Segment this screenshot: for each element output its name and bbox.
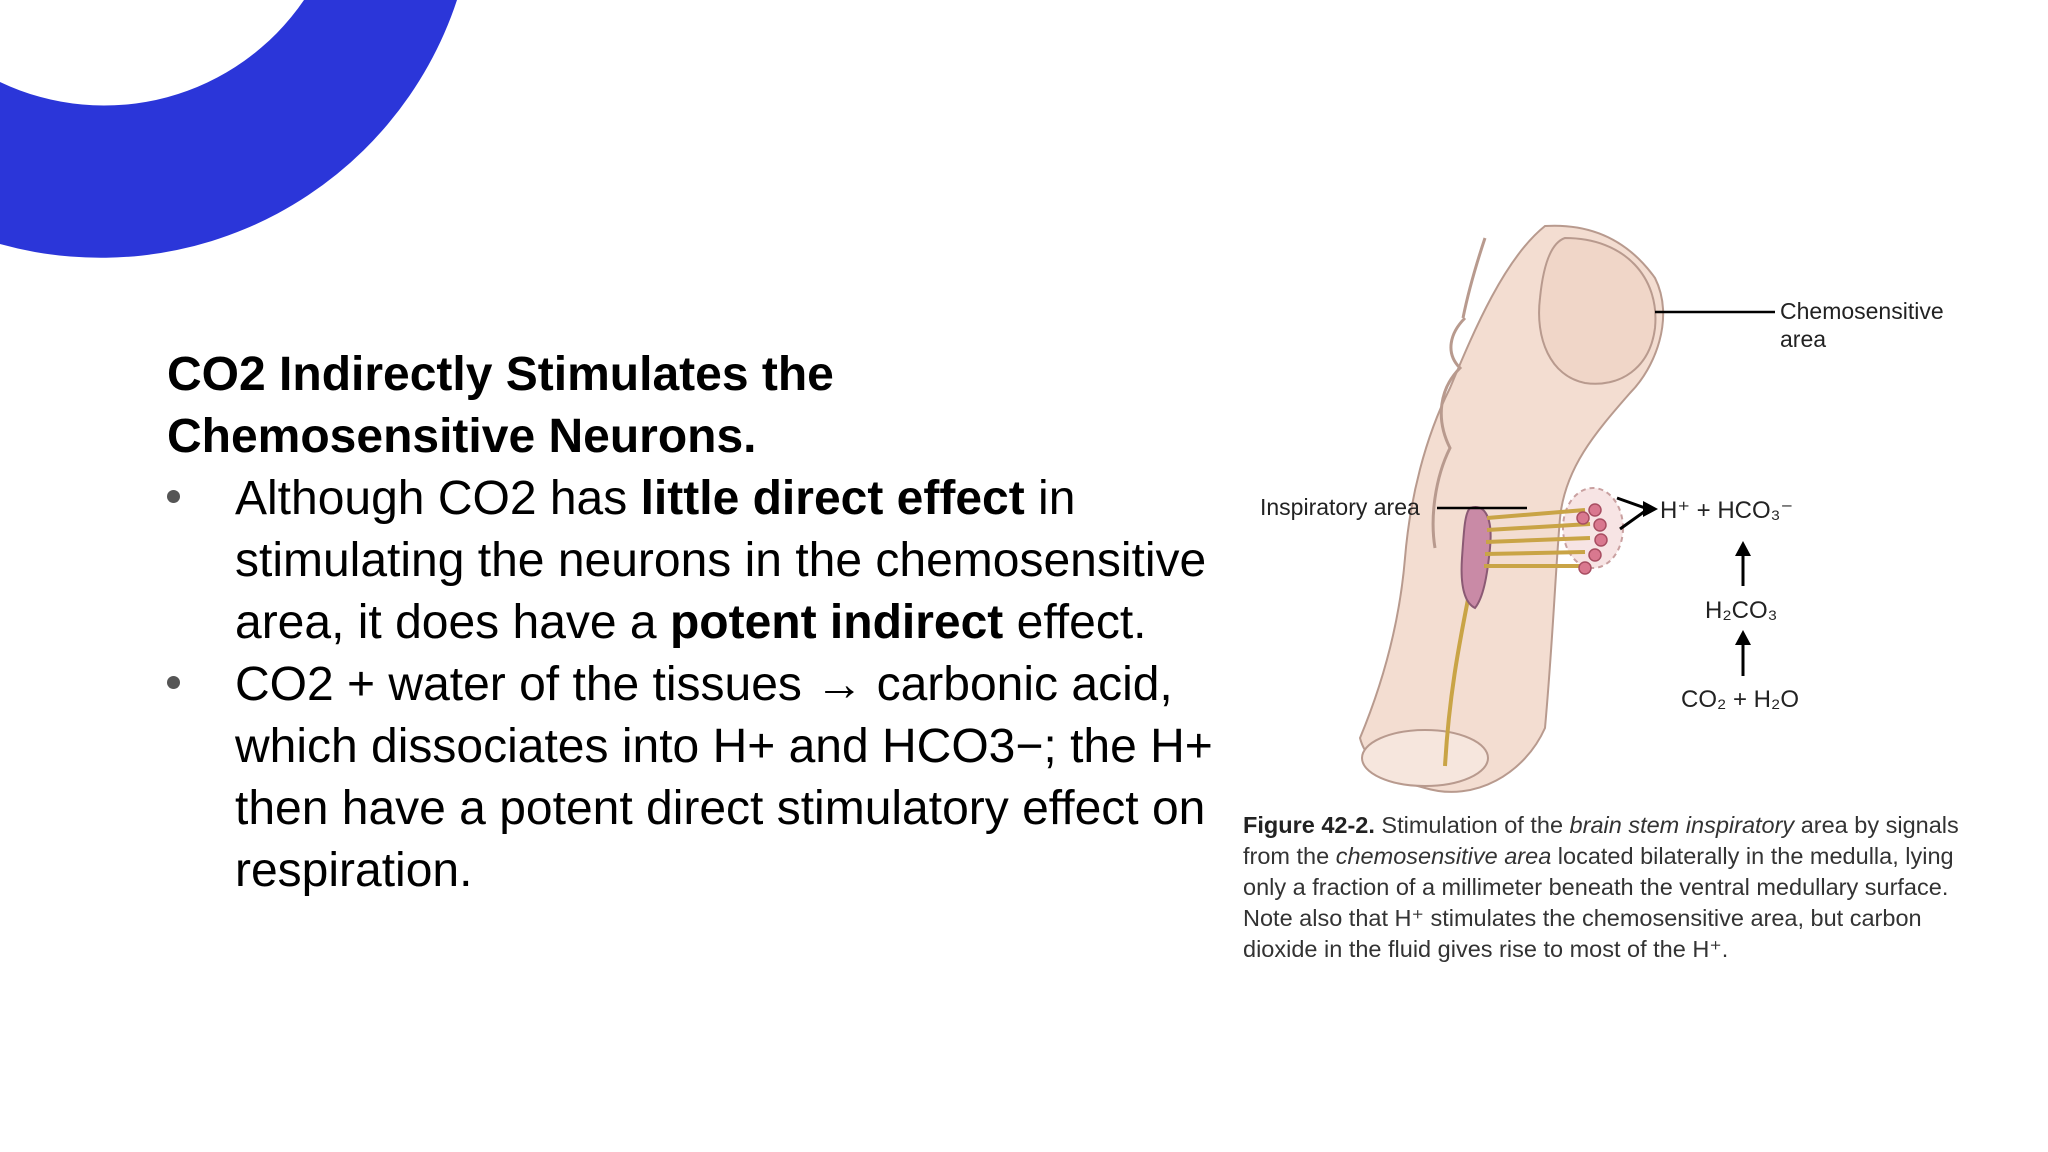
caption-italic: brain stem inspiratory [1569, 812, 1795, 838]
bullet-dot [167, 676, 180, 689]
neuron-cell [1594, 533, 1608, 547]
title-line-2: Chemosensitive Neurons. [167, 410, 757, 463]
brainstem-figure: Chemosensitive area Inspiratory area H⁺ … [1260, 224, 1944, 793]
brainstem-fold [1431, 316, 1467, 549]
caption-text: located bilaterally in the medulla, lyin… [1243, 843, 1954, 962]
inspiratory-area-bar [1460, 506, 1492, 610]
bullet-item: Although CO2 has little direct effect in… [167, 468, 1237, 654]
caption-text: Stimulation of the [1374, 812, 1570, 838]
figure-caption: Figure 42-2. Stimulation of the brain st… [1243, 810, 1983, 965]
title-line-1: CO2 Indirectly Stimulates the [167, 348, 834, 401]
slide-title: CO2 Indirectly Stimulates the Chemosensi… [167, 344, 1237, 468]
caption-text: area by signals from the [1243, 812, 1959, 869]
neuron-cell [1576, 511, 1590, 525]
equation-co2-h2o: CO₂ + H₂O [1681, 686, 1799, 713]
bullet-list: Although CO2 has little direct effect in… [167, 468, 1237, 902]
equation-h2co3: H₂CO₃ [1705, 597, 1777, 624]
caption-label: Figure 42-2. [1243, 812, 1375, 838]
up-arrow-head-1 [1735, 541, 1751, 556]
pons-bulge [1538, 236, 1657, 385]
bullet-1-text-c: effect. [1003, 596, 1147, 649]
label-chemosensitive-1: Chemosensitive [1780, 298, 1944, 324]
label-chemosensitive-2: area [1780, 326, 1826, 352]
label-inspiratory: Inspiratory area [1260, 494, 1420, 520]
caption-italic: chemosensitive area [1335, 843, 1552, 869]
bullet-2-text: CO2 + water of the tissues → carbonic ac… [235, 658, 1213, 897]
arrow-head [1643, 501, 1658, 517]
bullet-1-text-a: Although CO2 has [235, 472, 641, 525]
neuron-cell [1588, 548, 1602, 562]
bullet-1-bold-b: potent indirect [669, 596, 1004, 649]
neuron-cell [1578, 561, 1592, 575]
neuron-cell [1588, 503, 1602, 517]
bullet-item: CO2 + water of the tissues → carbonic ac… [167, 654, 1237, 902]
slide-text: CO2 Indirectly Stimulates the Chemosensi… [167, 344, 1237, 902]
brainstem-cross-section [1361, 729, 1489, 787]
up-arrow-head-2 [1735, 630, 1751, 645]
brainstem-fold [1461, 237, 1487, 319]
bullet-dot [167, 490, 180, 503]
decorative-arc [0, 0, 457, 258]
bullet-1-text-b: in stimulating the neurons in the chemos… [235, 472, 1207, 649]
bullet-1-bold-a: little direct effect [640, 472, 1025, 525]
neuron-cell [1593, 518, 1607, 532]
equation-h-hco3: H⁺ + HCO₃⁻ [1660, 497, 1793, 524]
